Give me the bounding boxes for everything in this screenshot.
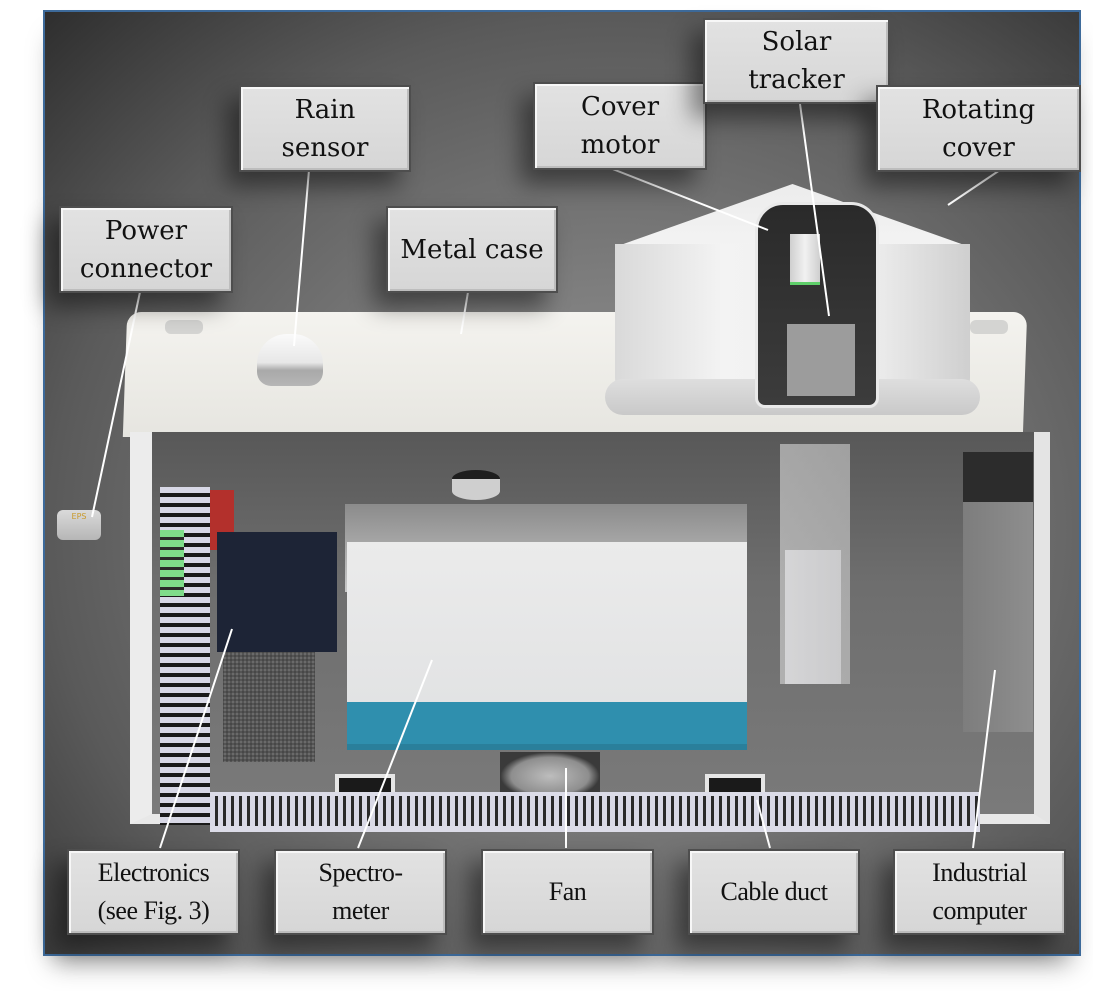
label-cover-motor: Cover motor [533,82,707,170]
terminal-blocks-green [160,530,184,596]
electronics-foam-block [223,652,315,762]
label-cable-duct: Cable duct [688,849,860,935]
label-power-connector: Power connector [59,206,233,293]
label-fan: Fan [481,849,654,935]
rotating-cover-device [605,184,980,424]
lid-screw [970,320,1008,334]
label-solar-tracker: Solar tracker [703,18,890,104]
label-rotating-cover: Rotating cover [876,85,1081,172]
fan-device [500,752,600,792]
label-spectrometer: Spectro- meter [274,849,447,935]
rain-sensor-device [257,334,323,386]
industrial-computer-device [963,452,1033,732]
power-connector-device: EPS [57,510,101,540]
spectrometer-housing [347,542,747,702]
spectrometer-port [452,470,500,500]
label-rain-sensor: Rain sensor [239,85,411,172]
solar-tracker-device [787,324,855,396]
cable-duct-device [210,792,980,832]
cover-motor-device [790,234,820,285]
spectrometer-base-teal [347,702,747,750]
tracker-column [780,444,850,684]
electronics-module [217,532,337,652]
lid-screw [165,320,203,334]
label-metal-case: Metal case [386,206,558,293]
label-electronics: Electronics (see Fig. 3) [67,849,240,935]
label-industrial-computer: Industrial computer [893,849,1066,935]
